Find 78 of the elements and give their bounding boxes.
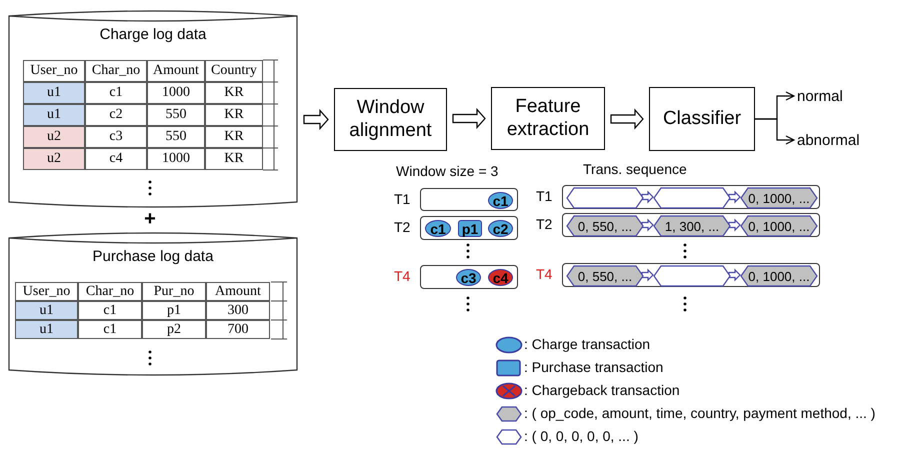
table-cell: u1	[15, 320, 78, 339]
table-cell: 550	[147, 104, 205, 126]
table-cell: User_no	[23, 60, 85, 82]
table-cell: KR	[205, 82, 263, 104]
empty-hexagon	[654, 266, 730, 286]
time-step-label: T2	[394, 219, 410, 235]
legend-text: : Purchase transaction	[524, 359, 664, 375]
time-step-label: T1	[536, 188, 552, 204]
block-arrow	[452, 108, 486, 130]
feature-hexagon: 0, 1000, ...	[741, 216, 817, 236]
table-cell: c2	[85, 104, 147, 126]
table-cell: u2	[23, 148, 85, 170]
feature-hexagon: 0, 550, ...	[567, 216, 643, 236]
note-text: Trans. sequence	[583, 161, 688, 179]
table-cell: Amount	[147, 60, 205, 82]
legend-text: : ( op_code, amount, time, country, payment method, ... )	[524, 405, 876, 421]
table-cell: 1000	[147, 82, 205, 104]
branch-arrow	[755, 118, 795, 145]
block-arrow	[610, 108, 644, 130]
table-cell: Char_no	[85, 60, 147, 82]
table-cell: u1	[23, 82, 85, 104]
time-step-label: T2	[536, 216, 552, 232]
table-cell: KR	[205, 126, 263, 148]
window-box	[420, 188, 518, 211]
table-cell: Country	[205, 60, 263, 82]
process-box: Classifier	[649, 87, 755, 151]
table-cell: p2	[142, 320, 206, 339]
note-text: Window size = 3	[396, 163, 500, 181]
table-cell: 550	[147, 126, 205, 148]
table-cell: p1	[142, 301, 206, 320]
time-step-label: T4	[536, 266, 552, 282]
empty-hexagon	[567, 188, 643, 208]
window-box	[562, 213, 820, 237]
process-box: Feature extraction	[491, 87, 605, 150]
table-cell: c3	[85, 126, 147, 148]
table-cell: KR	[205, 148, 263, 170]
table-cell: User_no	[15, 282, 78, 301]
charge-ellipse: c1	[488, 192, 513, 209]
time-step-label: T4	[394, 268, 410, 284]
time-step-label: T1	[394, 191, 410, 207]
table-cell: u1	[23, 104, 85, 126]
charge-ellipse: c3	[456, 269, 481, 286]
table-cell: c1	[78, 320, 142, 339]
feature-hexagon: 1, 300, ...	[654, 216, 730, 236]
table-cell: Char_no	[78, 282, 142, 301]
table-cell: 700	[206, 320, 270, 339]
store-title: Purchase log data	[92, 248, 214, 265]
charge-ellipse: c1	[425, 220, 451, 237]
window-box	[420, 216, 518, 240]
table-cell: Pur_no	[142, 282, 206, 301]
table-cell: Amount	[206, 282, 270, 301]
feature-hexagon: 0, 1000, ...	[741, 266, 817, 286]
table-cell: 1000	[147, 148, 205, 170]
feature-hexagon: 0, 550, ...	[567, 266, 643, 286]
block-arrow	[303, 108, 329, 130]
chargeback-ellipse: c4	[488, 269, 513, 286]
charge-ellipse: c2	[488, 220, 513, 237]
table-cell: KR	[205, 104, 263, 126]
table-cell: 300	[206, 301, 270, 320]
purchase-rect: p1	[458, 220, 482, 237]
feature-hexagon: 0, 1000, ...	[741, 188, 817, 208]
window-box	[562, 185, 820, 209]
legend-text: : ( 0, 0, 0, 0, 0, ... )	[524, 428, 638, 444]
table-cell: c4	[85, 148, 147, 170]
empty-hexagon	[654, 188, 730, 208]
output-label: abnormal	[797, 130, 872, 150]
plus-sign: +	[143, 209, 157, 229]
legend-text: : Charge transaction	[524, 336, 650, 352]
legend-text: : Chargeback transaction	[524, 382, 680, 398]
output-label: normal	[797, 86, 857, 106]
window-box	[420, 265, 518, 289]
process-box: Window alignment	[334, 88, 447, 151]
store-title: Charge log data	[98, 26, 208, 43]
window-box	[562, 263, 820, 287]
table-cell: c1	[78, 301, 142, 320]
table-cell: u2	[23, 126, 85, 148]
table-cell: u1	[15, 301, 78, 320]
table-cell: c1	[85, 82, 147, 104]
